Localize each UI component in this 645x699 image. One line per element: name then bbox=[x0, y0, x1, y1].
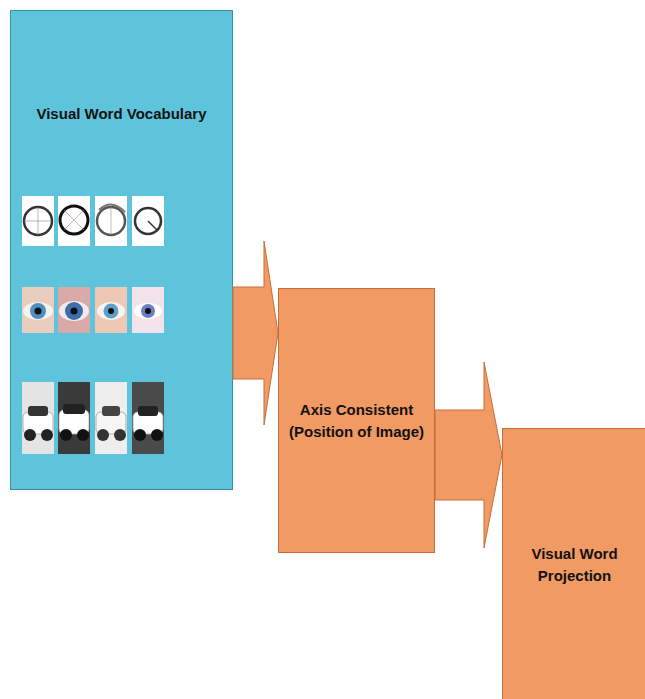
process-box: Axis Consistent (Position of Image) bbox=[278, 288, 435, 553]
process-box: Visual Word Vocabulary bbox=[10, 10, 233, 490]
block-arrow bbox=[435, 362, 502, 548]
process-box: Visual Word Projection bbox=[502, 428, 645, 699]
node-label: Axis Consistent (Position of Image) bbox=[287, 399, 427, 443]
block-arrow bbox=[233, 241, 278, 425]
node-label: Visual Word Vocabulary bbox=[17, 103, 227, 125]
node-label: Visual Word Projection bbox=[525, 543, 625, 587]
